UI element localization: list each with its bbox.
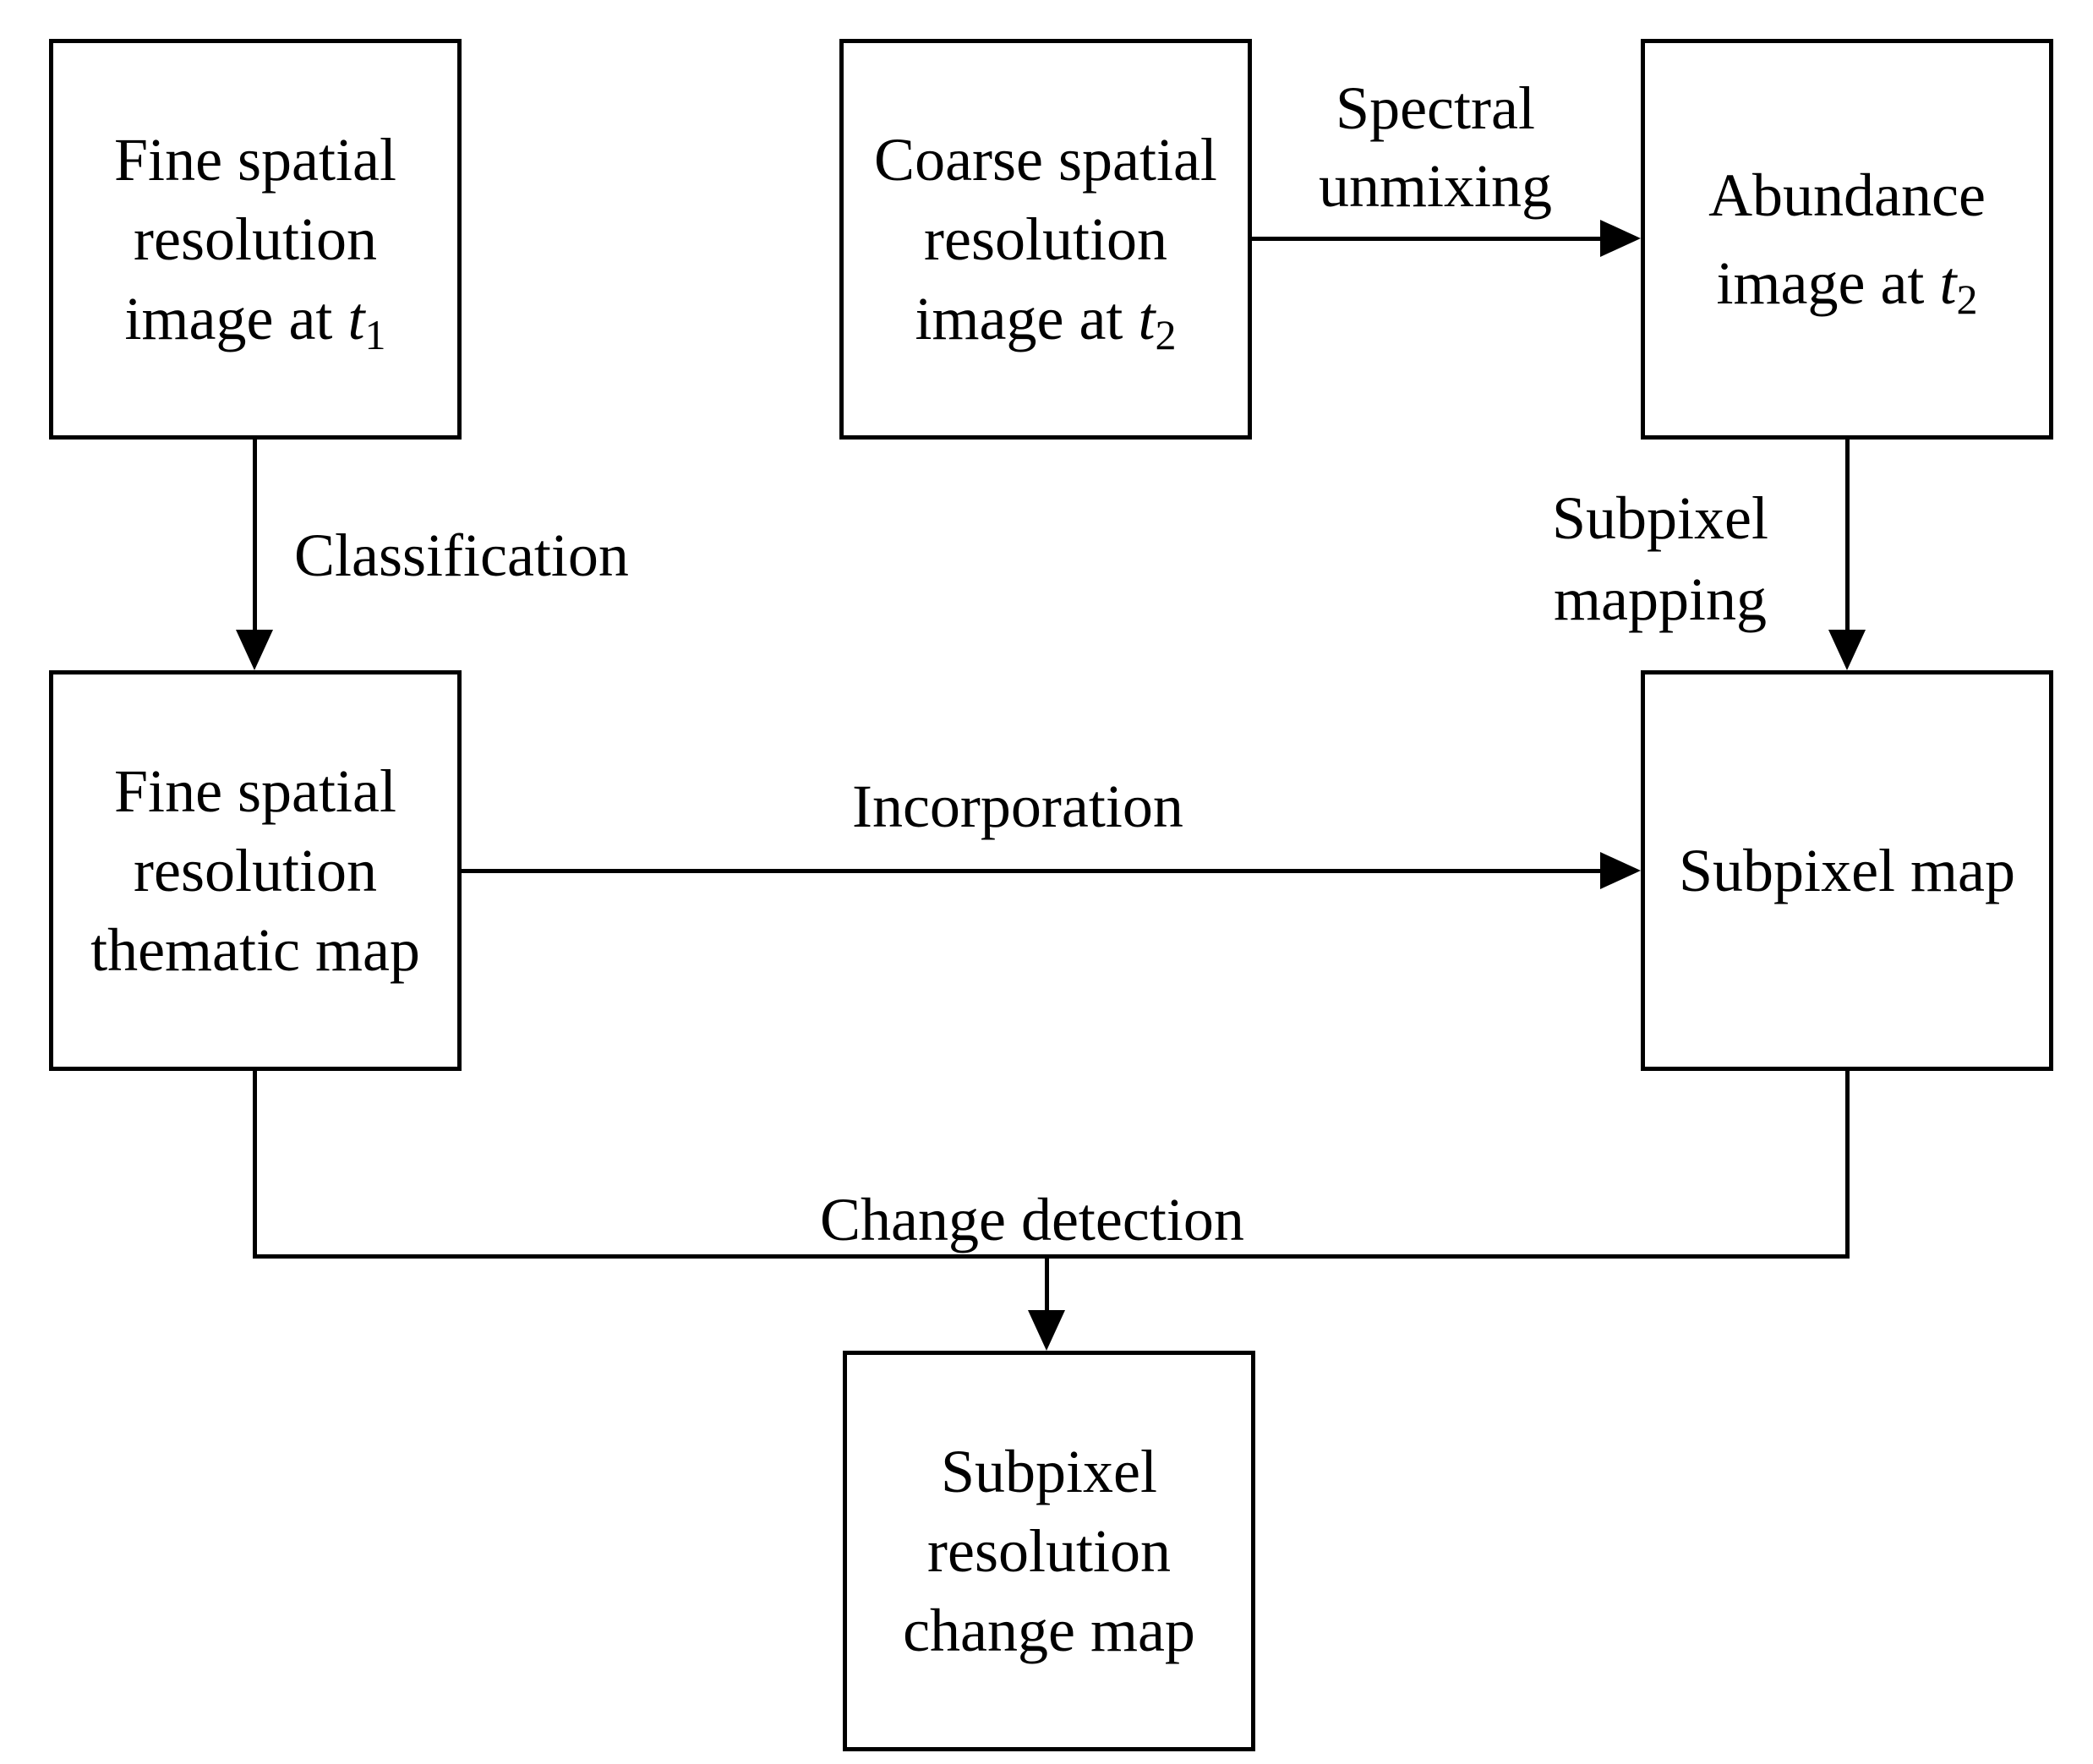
node-label-text: image at	[915, 285, 1139, 352]
node-label-line: Subpixel map	[1679, 837, 2015, 904]
time-subscript: 2	[1956, 276, 1978, 323]
time-variable: t	[347, 285, 365, 352]
time-variable: t	[1939, 249, 1957, 317]
edge-label-line: Incorporation	[852, 773, 1183, 840]
edge-label-line: Spectral	[1336, 74, 1535, 142]
node-label-line: Fine spatial	[114, 757, 396, 825]
node-fine-resolution-image: Fine spatial resolution image at t1	[49, 39, 462, 440]
edge-label-spectral-unmixing: Spectral unmixing	[1319, 69, 1552, 225]
time-variable: t	[1138, 285, 1156, 352]
node-label-text: image at	[1716, 249, 1940, 317]
edge-label-line: Classification	[294, 522, 629, 589]
edge-change-detection-arrowhead	[1028, 1310, 1065, 1351]
edge-label-classification: Classification	[294, 516, 629, 595]
edge-subpixel-mapping-arrowhead	[1828, 630, 1866, 670]
edge-label-line: mapping	[1554, 565, 1767, 633]
node-subpixel-map: Subpixel map	[1641, 670, 2053, 1071]
edge-label-line: unmixing	[1319, 152, 1553, 220]
node-label-line: resolution	[134, 837, 377, 904]
node-abundance-image: Abundance image at t2	[1641, 39, 2053, 440]
time-subscript: 2	[1155, 311, 1177, 358]
edge-label-line: Subpixel	[1552, 484, 1769, 552]
edge-change-detection-down	[1045, 1254, 1049, 1313]
node-label-line: thematic map	[90, 916, 420, 984]
node-thematic-map: Fine spatial resolution thematic map	[49, 670, 462, 1071]
edge-spectral-unmixing-line	[1252, 237, 1600, 241]
edge-classification-arrowhead	[236, 630, 273, 670]
node-coarse-resolution-image: Coarse spatial resolution image at t2	[839, 39, 1252, 440]
edge-spectral-unmixing-arrowhead	[1600, 220, 1641, 257]
node-label-line: image at t2	[1717, 239, 1978, 327]
node-label-line: image at t2	[915, 279, 1177, 358]
node-label-line: image at t1	[125, 279, 386, 358]
edge-incorporation-line	[462, 869, 1600, 873]
edge-change-detection-left-drop	[253, 1071, 257, 1259]
edge-classification-line	[253, 440, 257, 631]
node-label-line: resolution	[924, 205, 1167, 273]
node-label-line: Coarse spatial	[874, 126, 1217, 194]
edge-label-incorporation: Incorporation	[852, 767, 1183, 846]
node-change-map: Subpixel resolution change map	[843, 1351, 1255, 1751]
node-label-line: change map	[903, 1597, 1195, 1664]
node-label-text: image at	[124, 285, 348, 352]
edge-change-detection-horizontal	[253, 1254, 1850, 1259]
node-label-line: Fine spatial	[114, 126, 396, 194]
edge-label-line: Change detection	[820, 1186, 1244, 1253]
edge-subpixel-mapping-line	[1845, 440, 1850, 631]
node-label-line: Subpixel	[940, 1438, 1157, 1505]
edge-label-change-detection: Change detection	[820, 1180, 1244, 1259]
edge-change-detection-right-drop	[1845, 1071, 1850, 1259]
node-label-line: resolution	[134, 205, 377, 273]
time-subscript: 1	[364, 311, 386, 358]
edge-label-subpixel-mapping: Subpixel mapping	[1552, 478, 1768, 640]
node-label-line: resolution	[927, 1517, 1171, 1585]
node-label-line: Abundance	[1708, 161, 1986, 229]
edge-incorporation-arrowhead	[1600, 852, 1641, 889]
